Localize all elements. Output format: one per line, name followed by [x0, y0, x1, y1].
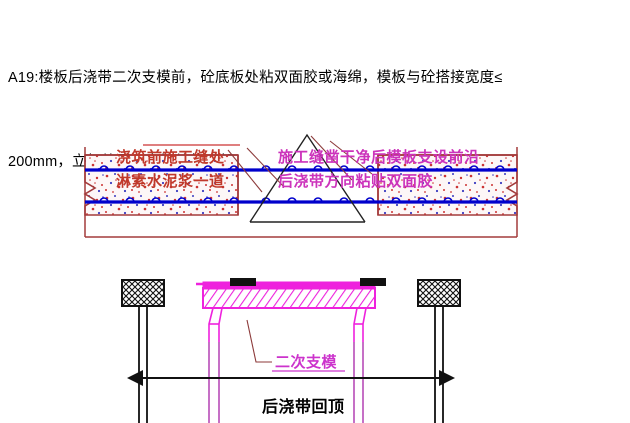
- leader-secondary-formwork: [246, 319, 272, 363]
- note-left-line2: 淋素水泥浆一道: [116, 172, 225, 190]
- note-secondary-formwork: 二次支模: [275, 353, 338, 371]
- scaffold-post-outer-right: [434, 306, 444, 423]
- scaffold-post-inner-left: [208, 342, 220, 423]
- bearing-plates: [230, 278, 386, 286]
- note-right-line1: 施工缝凿干净后模板支设前沿: [278, 148, 480, 166]
- center-leader-triangle: [249, 133, 366, 223]
- post-pour-strip-gap: [237, 155, 379, 215]
- timber-beam-left: [121, 279, 165, 307]
- slab-top-surface-line: [85, 144, 517, 156]
- timber-beam-right: [417, 279, 461, 307]
- caption-line-1: A19:楼板后浇带二次支模前，砼底板处粘双面胶或海绵，模板与砼搭接宽度≤: [8, 70, 503, 86]
- rebar-bottom: [85, 197, 517, 204]
- scaffold-post-outer-left: [138, 306, 148, 423]
- construction-detail-figure: 浇筑前施工缝处 淋素水泥浆一道 施工缝凿干净后模板支设前沿 后浇带方向粘贴双面胶…: [0, 62, 630, 423]
- note-right-line2: 后浇带方向粘贴双面胶: [278, 172, 433, 190]
- secondary-formwork-beam: [196, 281, 384, 309]
- rebar-top: [85, 165, 517, 172]
- note-backprop-visible: 后浇带回顶: [262, 397, 345, 416]
- scaffold-post-inner-right: [353, 342, 364, 423]
- formwork-props: [208, 307, 367, 342]
- note-left-line1: 浇筑前施工缝处: [116, 148, 225, 166]
- leader-lines-red: [227, 135, 373, 193]
